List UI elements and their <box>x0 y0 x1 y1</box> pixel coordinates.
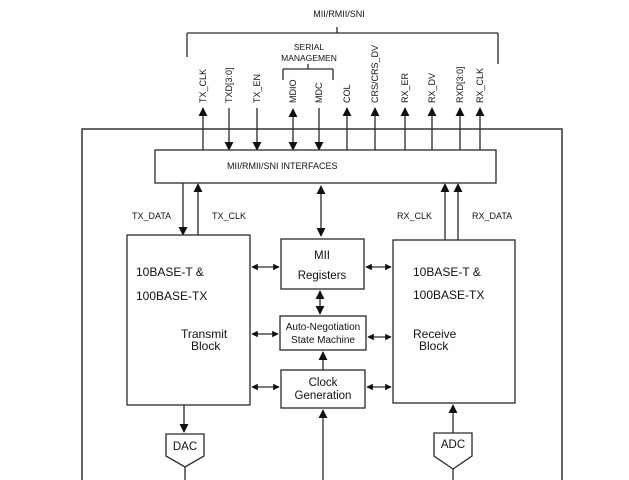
receive-line2: 100BASE-TX <box>413 288 484 302</box>
receive-line3: Receive <box>413 327 457 341</box>
serial-bracket <box>282 64 334 80</box>
signal-label-rx-dv: RX_DV <box>427 73 437 103</box>
transmit-line2: 100BASE-TX <box>136 289 207 303</box>
receive-line1: 10BASE-T & <box>413 265 481 279</box>
adc-block <box>433 432 473 470</box>
signal-label-mdio: MDIO <box>288 80 298 104</box>
signal-label-rxd-3-0: RXD[3:0] <box>455 66 465 103</box>
serial-group-label-2: MANAGEMEN <box>281 53 337 63</box>
mii-registers-line2: Registers <box>298 270 347 282</box>
tx-clk-label: TX_CLK <box>212 211 246 221</box>
serial-group-label-1: SERIAL <box>294 42 325 52</box>
dac-block <box>165 433 205 468</box>
interfaces-label: MII/RMII/SNI INTERFACES <box>227 161 338 171</box>
clock-generation-line1: Clock <box>309 377 338 389</box>
transmit-block <box>126 234 251 406</box>
mii-registers-block <box>280 238 365 290</box>
transmit-line3: Transmit <box>181 327 228 341</box>
receive-block <box>392 239 516 404</box>
signal-label-col: COL <box>342 84 352 103</box>
tx-data-label: TX_DATA <box>132 211 171 221</box>
clock-generation-line2: Generation <box>295 390 352 402</box>
dac-label: DAC <box>173 441 197 453</box>
bus-title: MII/RMII/SNI <box>313 9 365 19</box>
signal-label-rx-er: RX_ER <box>400 72 410 103</box>
chip-boundary <box>81 128 563 480</box>
bus-bracket <box>186 27 499 64</box>
interfaces-block <box>154 149 497 184</box>
auto-negotiation-block <box>279 315 367 351</box>
signal-label-crs-crs-dv: CRS/CRS_DV <box>370 45 380 103</box>
clock-generation-block <box>280 369 366 409</box>
transmit-line4: Block <box>191 339 221 353</box>
mii-registers-line1: MII <box>314 250 330 262</box>
signal-label-rx-clk: RX_CLK <box>475 68 485 103</box>
signal-label-txd-3-0: TXD[3:0] <box>224 67 234 103</box>
adc-label: ADC <box>441 439 465 451</box>
signal-label-mdc: MDC <box>314 82 324 103</box>
auto-negotiation-line1: Auto-Negotiation <box>286 322 361 333</box>
rx-data-label: RX_DATA <box>472 211 512 221</box>
receive-line4: Block <box>419 339 449 353</box>
auto-negotiation-line2: State Machine <box>291 335 355 346</box>
signal-label-tx-en: TX_EN <box>252 74 262 103</box>
signal-label-tx-clk: TX_CLK <box>198 69 208 103</box>
rx-clk-label: RX_CLK <box>397 211 432 221</box>
signal-group: TX_CLK TXD[3:0] TX_EN MDIO MDC COL CRS/CRS_DV R… <box>198 45 485 151</box>
transmit-line1: 10BASE-T & <box>136 265 204 279</box>
